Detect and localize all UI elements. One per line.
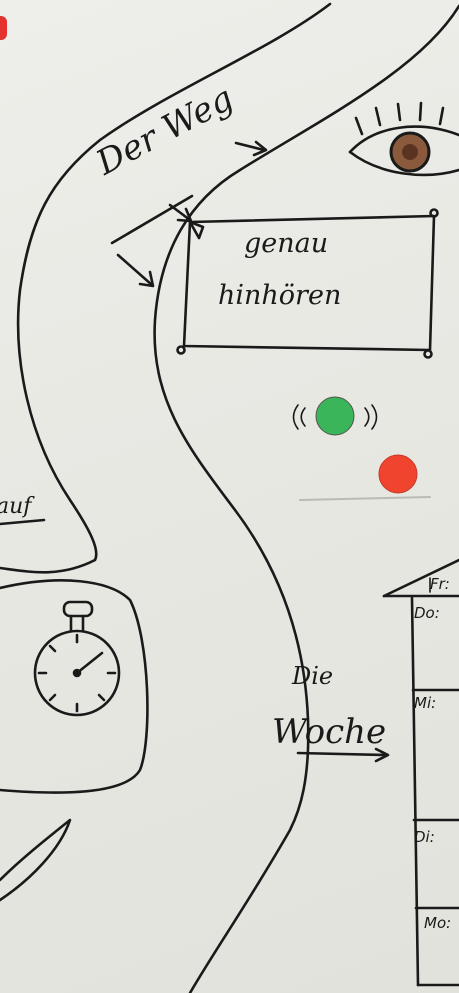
eye-icon [350,103,459,175]
stopwatch-icon [35,602,119,715]
pencil-stroke [300,497,430,500]
calendar-day-mo: Mo: [424,914,451,932]
box-line-2: hinhören [218,280,341,311]
left-word: auf [0,494,31,519]
week-line-2: Woche [272,712,386,752]
calendar-left-wall [412,598,418,985]
box-line-1: genau [244,228,328,259]
week-line-1: Die [292,662,333,690]
auf-underline [0,520,44,524]
green-light-icon [316,397,354,435]
calendar-day-fr: Fr: [430,575,450,593]
path-left-lower-edge [0,820,70,900]
stopwatch-frame [0,580,147,792]
calendar-day-di: Di: [414,828,435,846]
calendar-day-do: Do: [414,604,440,622]
calendar-day-mi: Mi: [414,694,436,712]
box-corner-fold [190,222,203,238]
red-light-icon [379,455,417,493]
